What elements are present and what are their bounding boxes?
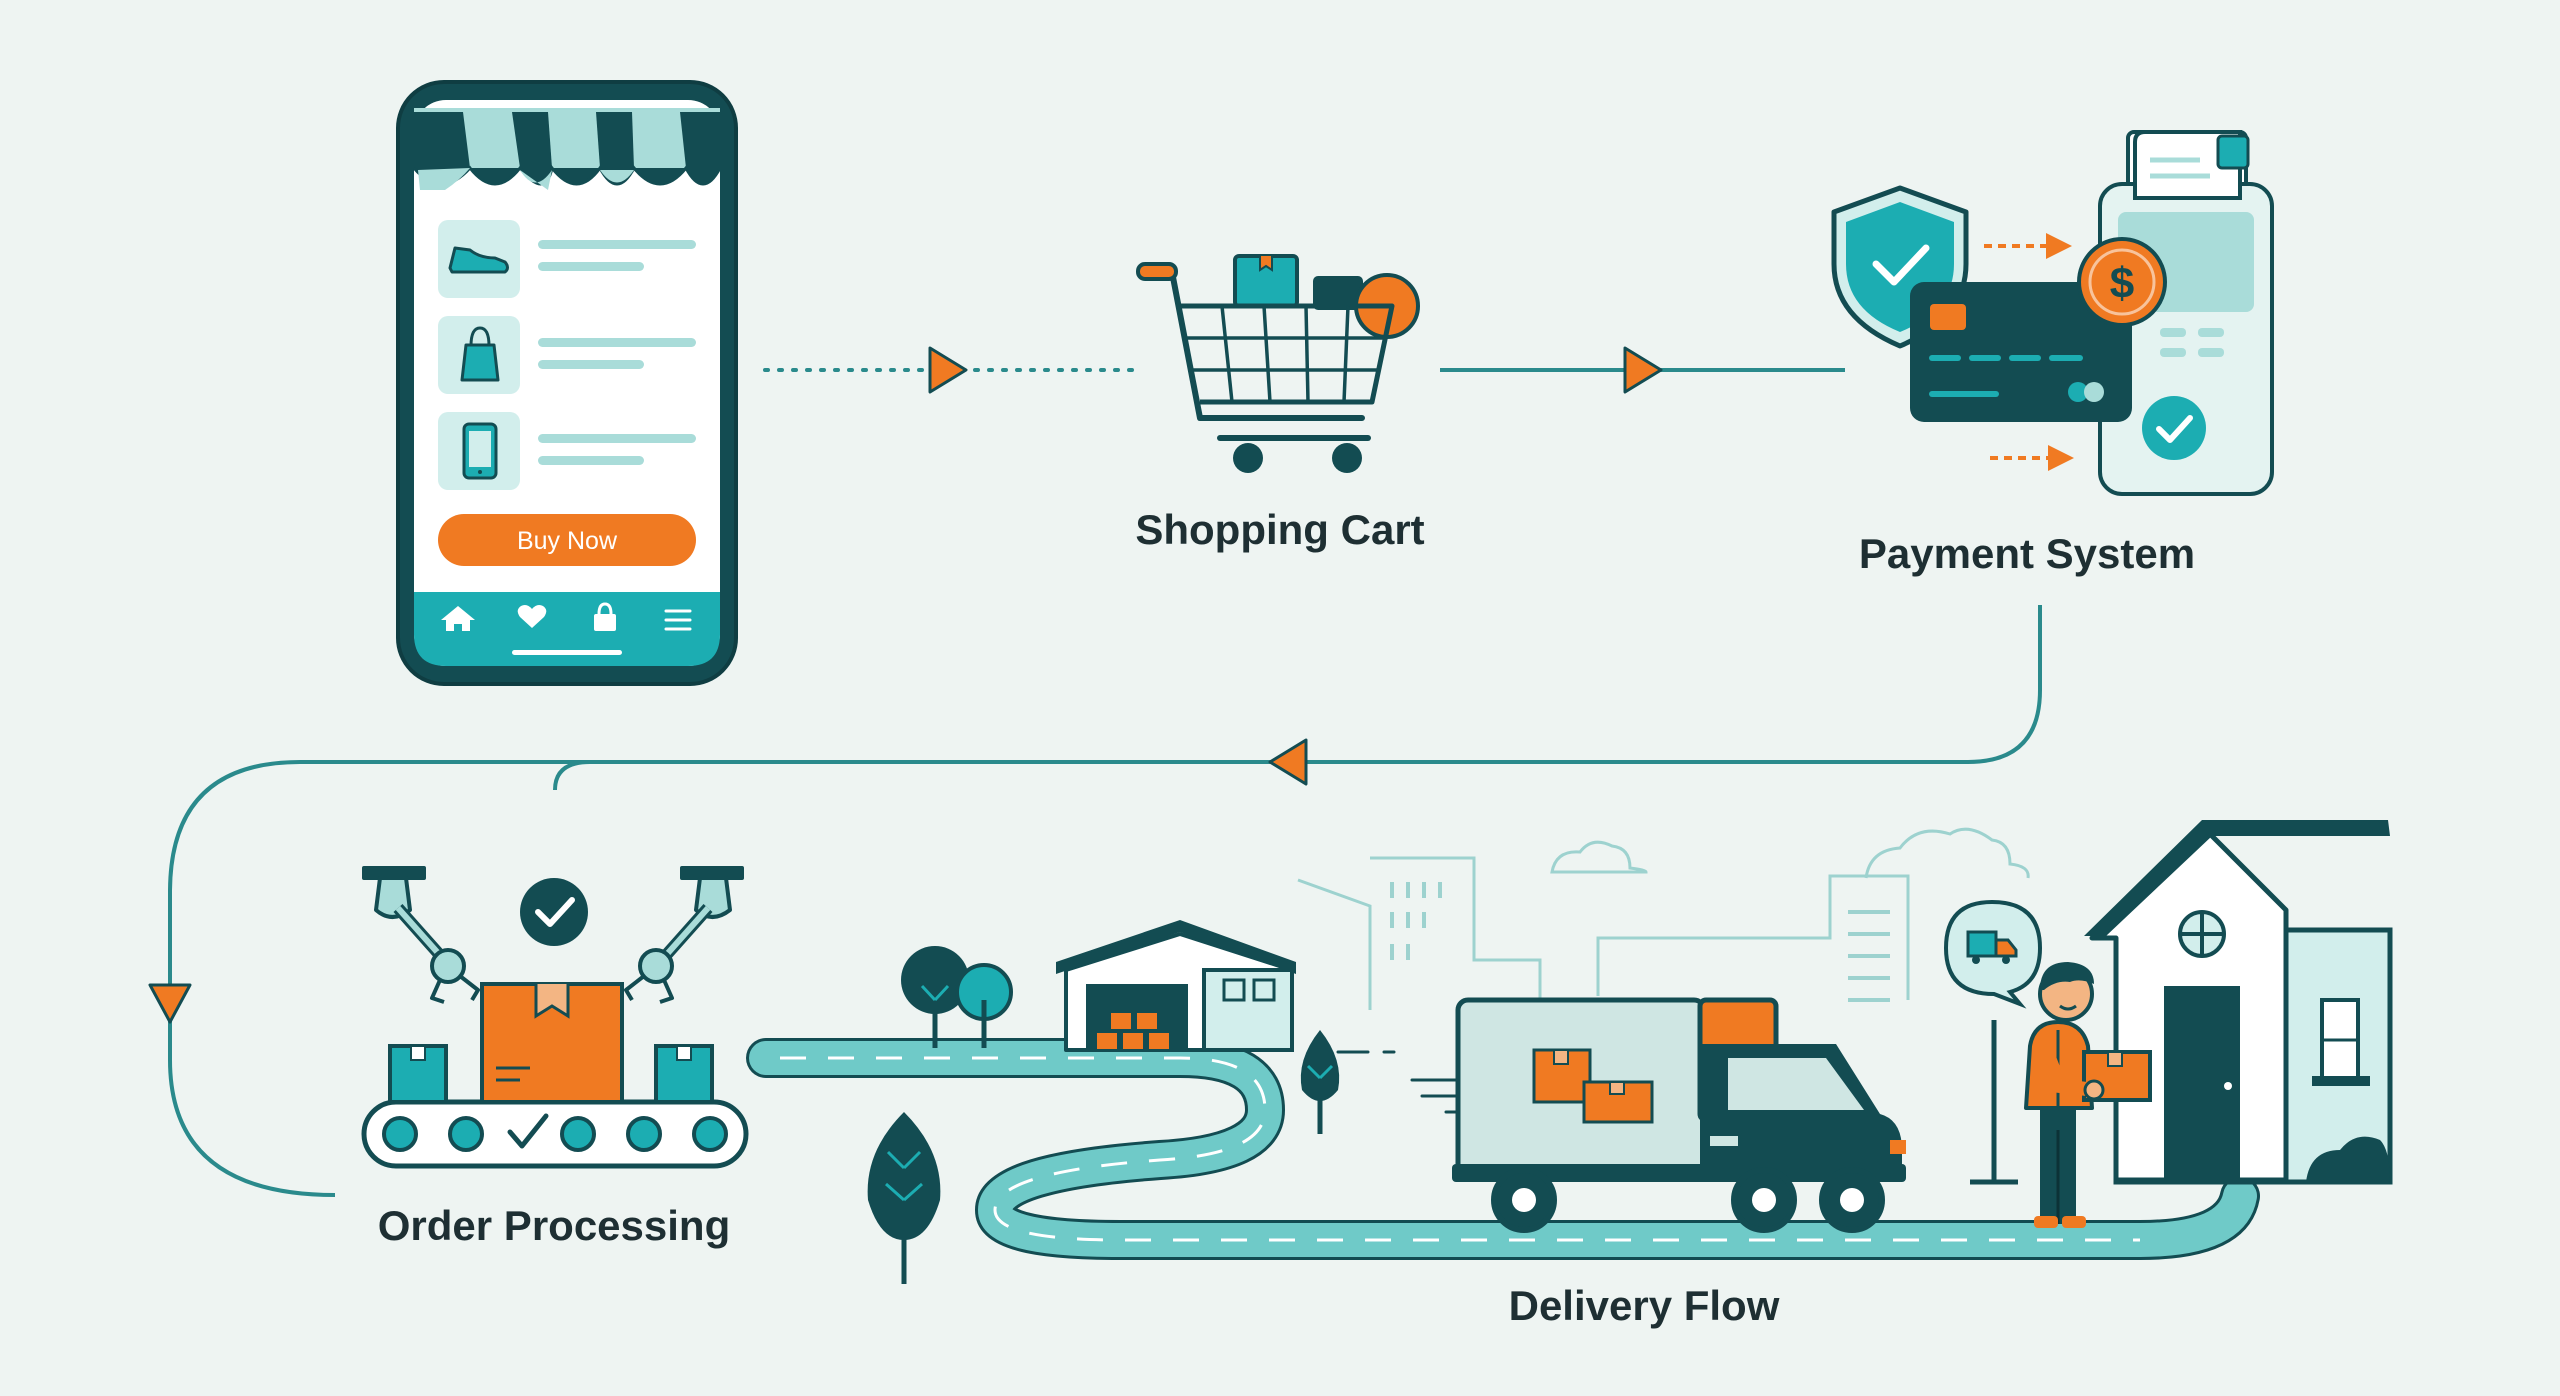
delivery-scene <box>746 820 2393 1284</box>
arrow-down-icon <box>148 983 192 1024</box>
connector-phone-to-cart <box>763 346 1137 394</box>
shopping-cart-label: Shopping Cart <box>1135 506 1424 553</box>
checkmark-circle-icon <box>520 878 588 946</box>
buy-now-label: Buy Now <box>517 527 618 555</box>
product-row-sneaker[interactable] <box>438 220 696 298</box>
delivery-truck-icon <box>1336 997 1906 1233</box>
tree-icon <box>1300 1030 1340 1134</box>
robotic-arms-conveyor-icon <box>361 866 749 1169</box>
smartphone-icon <box>462 422 498 480</box>
store-awning <box>412 108 722 190</box>
product-row-smartphone[interactable] <box>438 412 696 490</box>
checkmark-circle-icon <box>2142 396 2206 460</box>
credit-card-icon <box>1910 282 2132 422</box>
bag-icon[interactable] <box>594 602 616 631</box>
arrow-right-icon <box>1623 346 1663 394</box>
arrow-right-icon <box>928 346 968 394</box>
handbag-icon <box>460 326 500 382</box>
transfer-arrows-icon <box>1984 244 2050 460</box>
menu-icon[interactable] <box>664 609 692 631</box>
sneaker-icon <box>448 246 509 274</box>
connector-cart-to-payment <box>1440 346 1845 394</box>
connector-payment-to-processing <box>148 605 2042 1197</box>
city-skyline-icon <box>1297 856 1910 1010</box>
product-row-handbag[interactable] <box>438 316 696 394</box>
arrow-left-icon <box>1268 738 1308 786</box>
heart-icon[interactable] <box>517 605 547 628</box>
truck-speech-bubble-icon <box>1943 899 2043 1185</box>
receipt-icon <box>2133 130 2250 200</box>
tree-icon <box>901 946 1013 1048</box>
order-processing-label: Order Processing <box>378 1202 730 1249</box>
dollar-coin-icon: $ <box>2077 237 2167 327</box>
house-icon <box>2084 820 2393 1185</box>
buy-now-button[interactable]: Buy Now <box>438 514 696 566</box>
delivery-flow-label: Delivery Flow <box>1509 1282 1780 1329</box>
tree-icon <box>867 1112 941 1284</box>
home-icon[interactable] <box>441 606 475 631</box>
mobile-storefront: Buy Now <box>396 80 738 686</box>
shopping-cart-icon <box>1136 254 1420 473</box>
payment-system-label: Payment System <box>1859 530 2195 577</box>
bottom-nav-bar <box>414 592 720 666</box>
warehouse-icon <box>1056 920 1296 1052</box>
cloud-icon <box>1550 827 2030 879</box>
svg-text:$: $ <box>2110 259 2134 308</box>
courier-person-icon <box>2024 962 2152 1228</box>
road <box>746 1038 2260 1260</box>
